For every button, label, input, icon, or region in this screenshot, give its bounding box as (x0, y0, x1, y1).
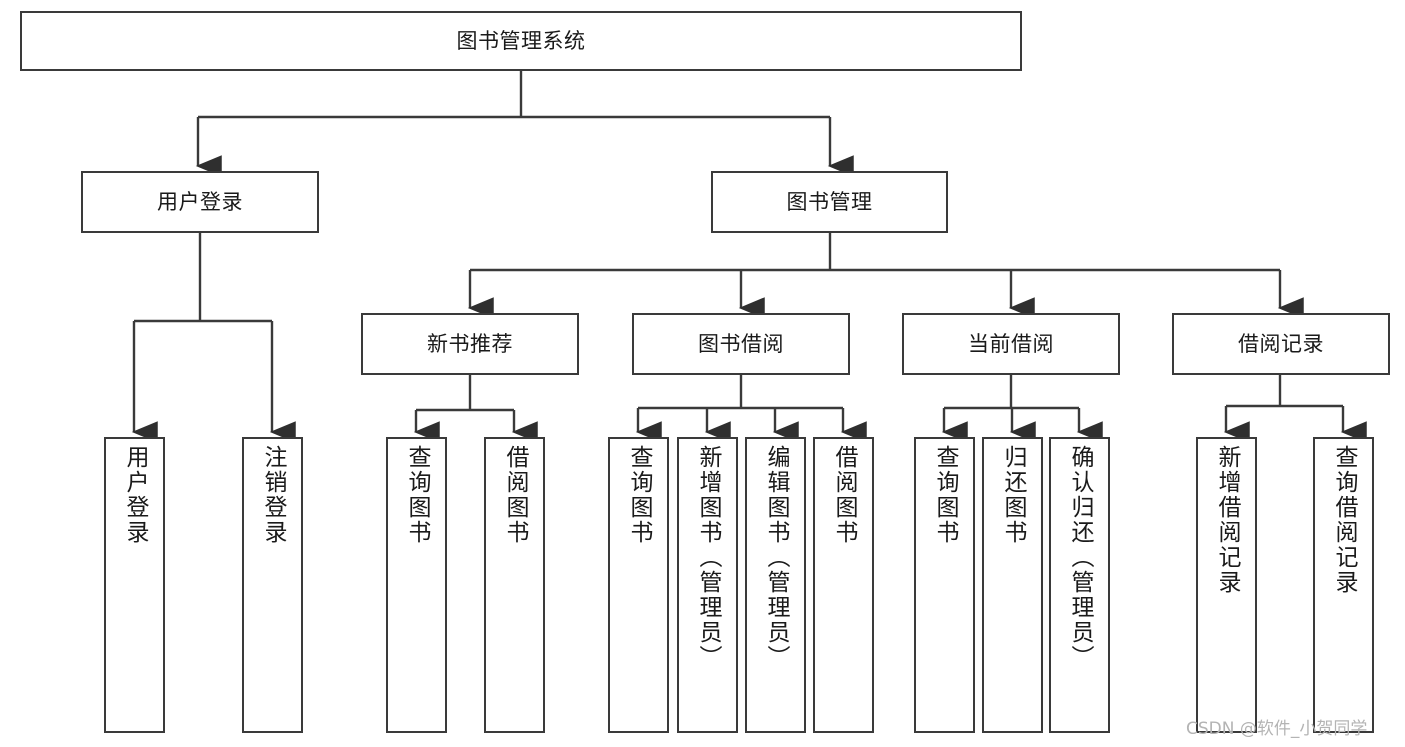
node-user-login[interactable]: 用户登录 (81, 171, 319, 233)
node-leaf-query-book-3-label: 查询图书 (932, 445, 958, 545)
node-leaf-query-book-2[interactable]: 查询图书 (608, 437, 669, 733)
node-leaf-borrow-book-2[interactable]: 借阅图书 (813, 437, 874, 733)
node-leaf-borrow-book-1-label: 借阅图书 (502, 445, 528, 545)
node-leaf-confirm-return-label: 确认归还（管理员） (1067, 445, 1093, 670)
node-leaf-query-book-2-label: 查询图书 (626, 445, 652, 545)
csdn-watermark: CSDN @软件_小贺同学 (1186, 719, 1368, 739)
node-leaf-query-record-label: 查询借阅记录 (1331, 445, 1357, 595)
node-leaf-return-book-label: 归还图书 (1000, 445, 1026, 545)
node-borrow-record-label: 借阅记录 (1238, 331, 1324, 356)
node-leaf-edit-book-label: 编辑图书（管理员） (763, 445, 789, 670)
node-leaf-edit-book[interactable]: 编辑图书（管理员） (745, 437, 806, 733)
node-new-book-rec-label: 新书推荐 (427, 331, 513, 356)
node-leaf-borrow-book-1[interactable]: 借阅图书 (484, 437, 545, 733)
node-book-manage-label: 图书管理 (786, 189, 873, 214)
node-root[interactable]: 图书管理系统 (20, 11, 1022, 71)
node-book-manage[interactable]: 图书管理 (711, 171, 948, 233)
node-leaf-confirm-return[interactable]: 确认归还（管理员） (1049, 437, 1110, 733)
node-book-borrow[interactable]: 图书借阅 (632, 313, 850, 375)
node-leaf-add-book-label: 新增图书（管理员） (695, 445, 721, 670)
node-leaf-borrow-book-2-label: 借阅图书 (831, 445, 857, 545)
node-current-borrow[interactable]: 当前借阅 (902, 313, 1120, 375)
node-current-borrow-label: 当前借阅 (968, 331, 1054, 356)
node-leaf-add-book[interactable]: 新增图书（管理员） (677, 437, 738, 733)
node-leaf-return-book[interactable]: 归还图书 (982, 437, 1043, 733)
node-leaf-query-book-1-label: 查询图书 (404, 445, 430, 545)
node-new-book-rec[interactable]: 新书推荐 (361, 313, 579, 375)
node-book-borrow-label: 图书借阅 (698, 331, 784, 356)
node-leaf-user-login[interactable]: 用户登录 (104, 437, 165, 733)
node-root-label: 图书管理系统 (456, 28, 586, 53)
node-user-login-label: 用户登录 (157, 189, 243, 214)
node-leaf-user-login-label: 用户登录 (122, 445, 148, 545)
node-leaf-logout-label: 注销登录 (260, 445, 286, 545)
node-leaf-query-record[interactable]: 查询借阅记录 (1313, 437, 1374, 733)
node-leaf-add-record-label: 新增借阅记录 (1214, 445, 1240, 595)
node-leaf-query-book-3[interactable]: 查询图书 (914, 437, 975, 733)
node-leaf-logout[interactable]: 注销登录 (242, 437, 303, 733)
node-leaf-add-record[interactable]: 新增借阅记录 (1196, 437, 1257, 733)
node-borrow-record[interactable]: 借阅记录 (1172, 313, 1390, 375)
node-leaf-query-book-1[interactable]: 查询图书 (386, 437, 447, 733)
